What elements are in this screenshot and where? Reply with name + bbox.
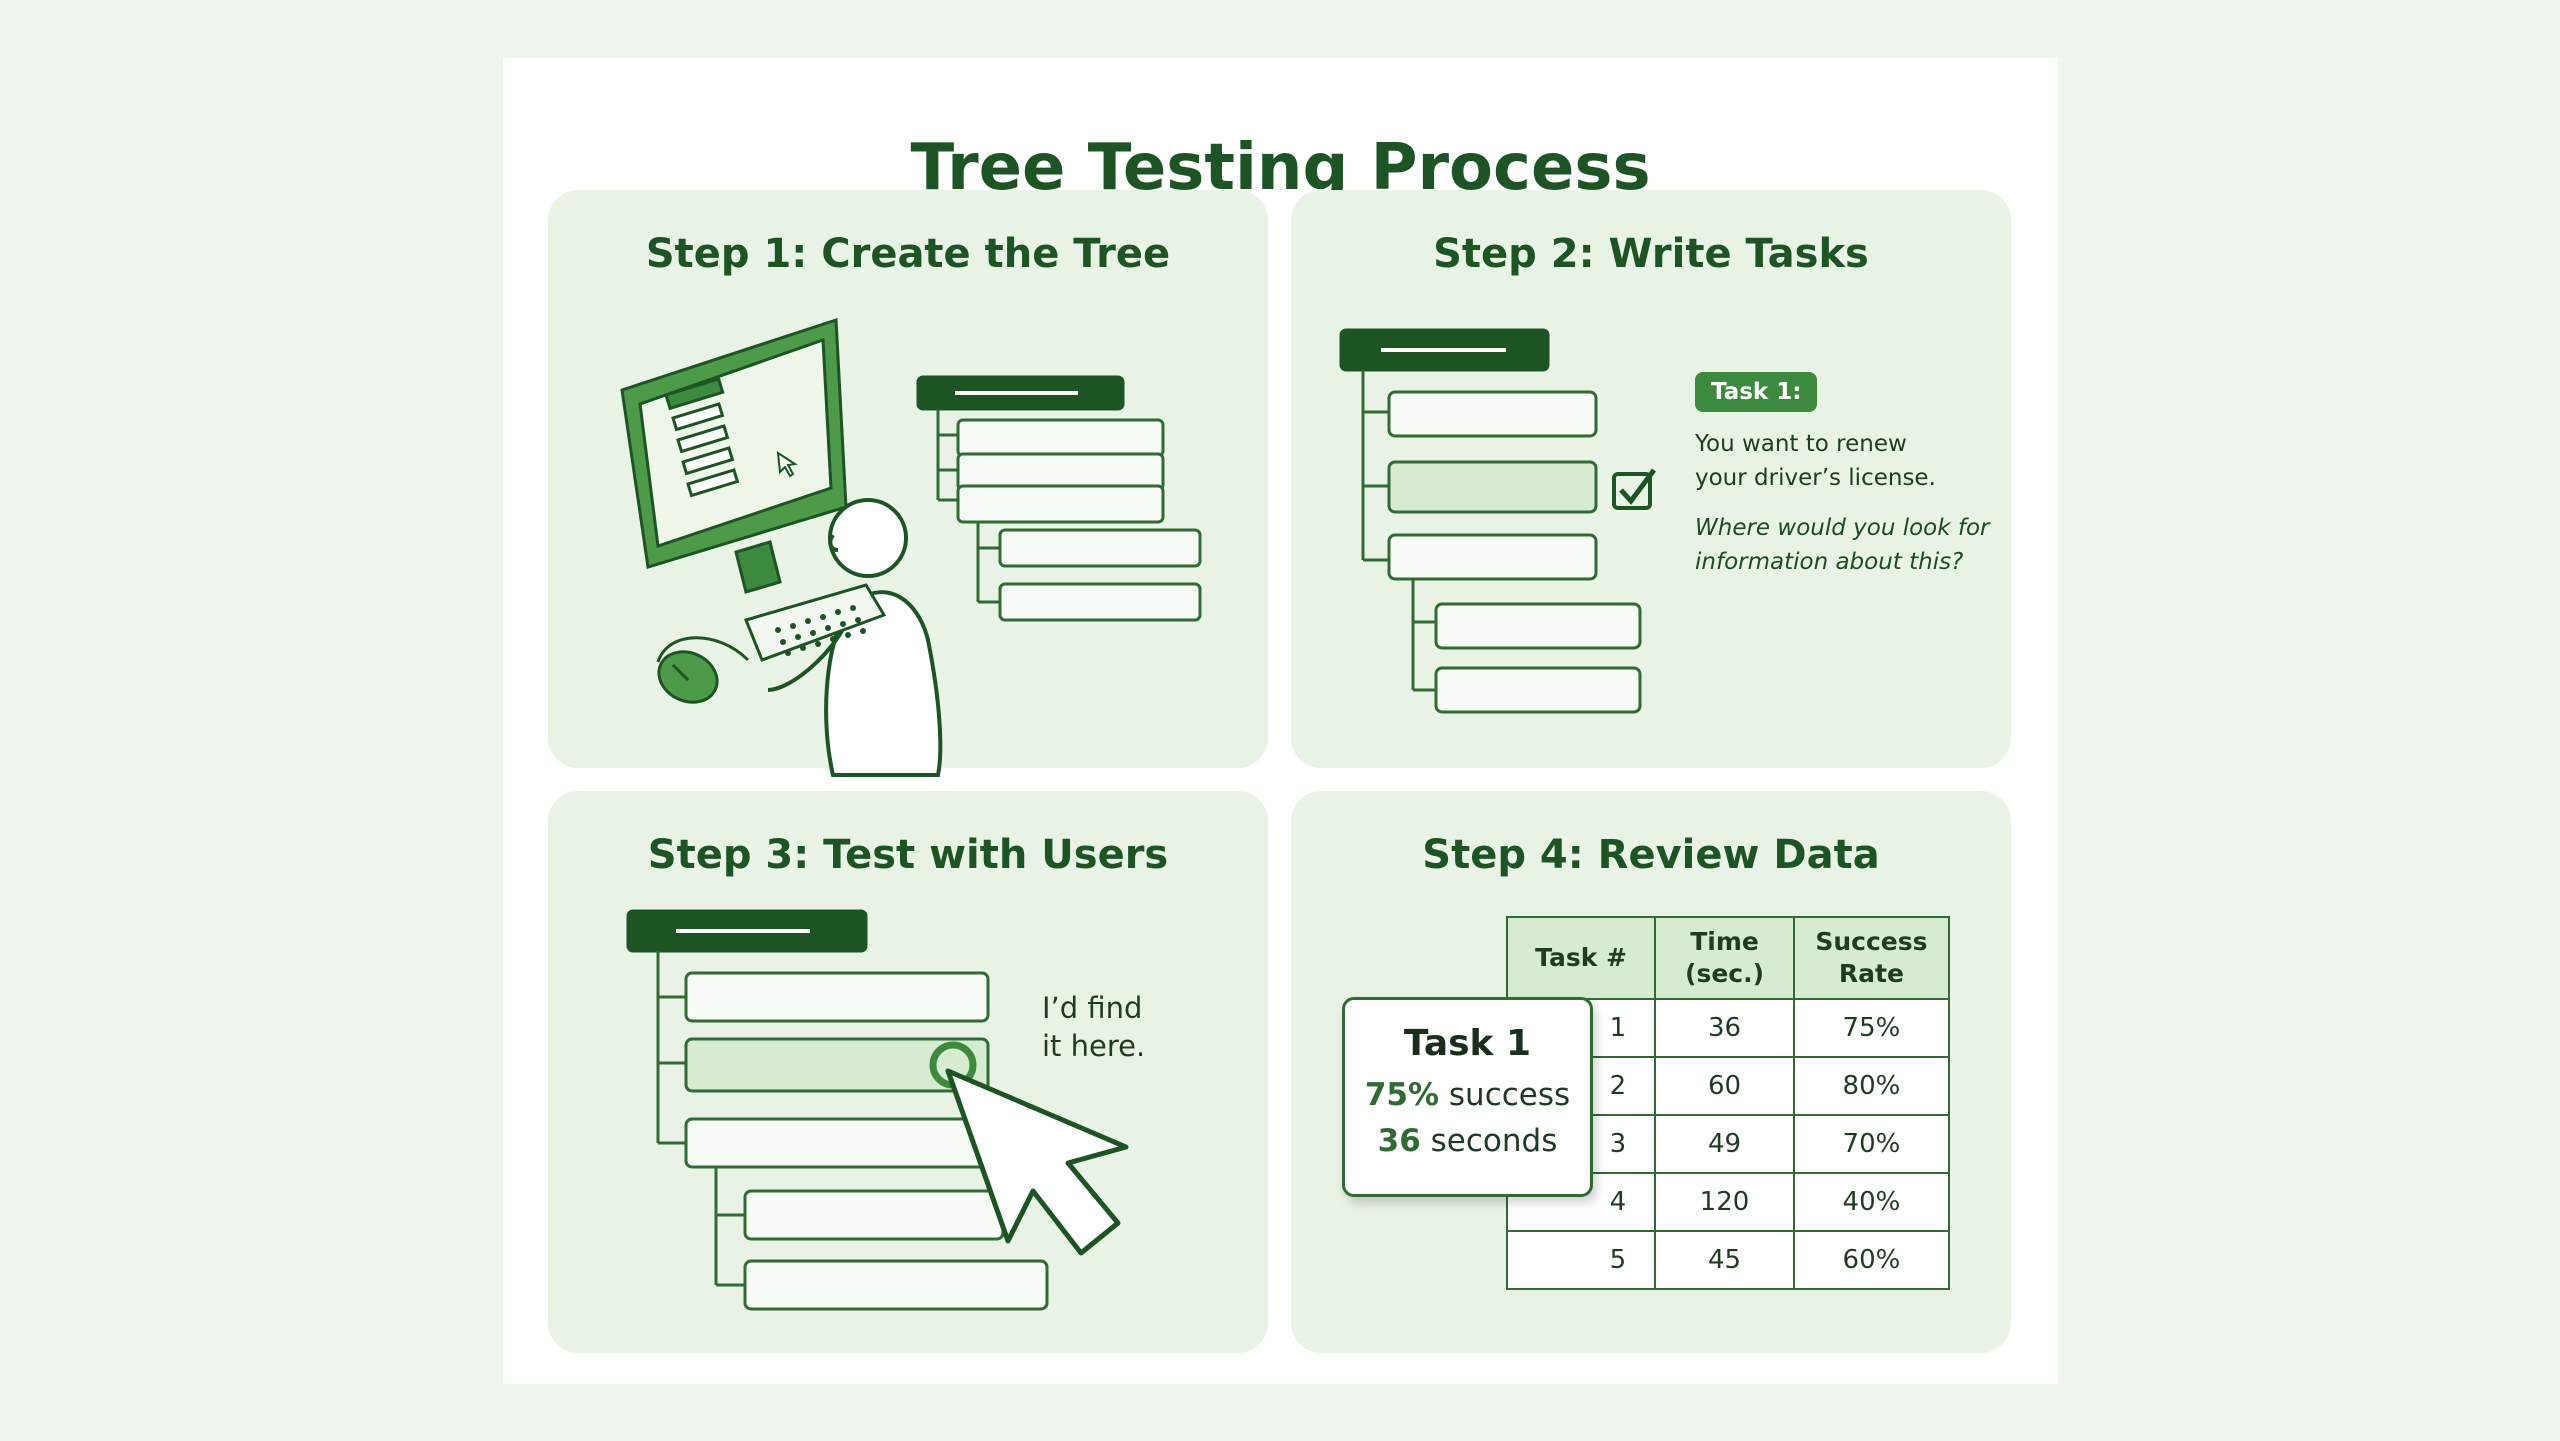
col-header-task: Task # (1505, 916, 1657, 1000)
task-question-line-2: information about this? (1695, 549, 1964, 575)
cell-time: 36 (1654, 998, 1795, 1058)
sitemap-tree-icon (1339, 328, 1642, 714)
callout-success-value: 75% (1364, 1077, 1440, 1113)
cursor-icon (776, 451, 798, 478)
task-description-line-2: your driver’s license. (1695, 465, 1936, 491)
sitemap-tree-icon (916, 375, 1202, 622)
callout-success-label: success (1448, 1077, 1571, 1113)
user-test-illustration (626, 909, 1129, 1311)
col-header-success: Success Rate (1792, 916, 1951, 1000)
cell-success: 80% (1792, 1056, 1951, 1116)
pointer-cursor-icon (945, 1068, 1129, 1256)
cell-success: 75% (1792, 998, 1951, 1058)
cell-time: 60 (1654, 1056, 1795, 1116)
sitemap-tree-icon (626, 909, 1049, 1311)
infographic-card: Tree Testing Process Step 1: Create the … (503, 58, 2058, 1384)
table-row: 4 120 40% (1505, 1172, 1951, 1232)
cell-task: 5 (1505, 1230, 1657, 1290)
callout-time-value: 36 (1377, 1123, 1421, 1159)
cell-time: 45 (1654, 1230, 1795, 1290)
cell-time: 49 (1654, 1114, 1795, 1174)
callout-time: 36 seconds (1345, 1118, 1590, 1164)
step-3-panel: Step 3: Test with Users I’d find it here… (548, 791, 1268, 1353)
col-header-time: Time (sec.) (1654, 916, 1795, 1000)
table-header-row: Task # Time (sec.) Success Rate (1505, 916, 1951, 1000)
callout-success: 75% success (1345, 1072, 1590, 1118)
create-tree-illustration (620, 317, 1202, 777)
cell-time: 120 (1654, 1172, 1795, 1232)
step-3-title: Step 3: Test with Users (647, 832, 1169, 878)
checkbox-checked-icon (1612, 468, 1657, 510)
step-1-title: Step 1: Create the Tree (645, 231, 1171, 277)
step-4-title: Step 4: Review Data (1422, 832, 1880, 878)
step-2-panel: Step 2: Write Tasks Task 1: You want to … (1291, 190, 2011, 768)
task-tree-illustration (1339, 328, 1657, 714)
callout-time-label: seconds (1430, 1123, 1558, 1159)
task-summary-callout: Task 1 75% success 36 seconds (1342, 997, 1593, 1197)
computer-monitor-icon (620, 317, 848, 594)
mouse-icon (656, 636, 750, 704)
task-badge: Task 1: (1695, 372, 1818, 412)
task-question-line-1: Where would you look for (1695, 515, 1990, 541)
cell-success: 60% (1792, 1230, 1951, 1290)
speech-line-2: it here. (1042, 1029, 1146, 1063)
cell-success: 70% (1792, 1114, 1951, 1174)
page-title: Tree Testing Process (910, 131, 1651, 205)
cell-success: 40% (1792, 1172, 1951, 1232)
keyboard-icon (743, 583, 887, 662)
step-1-panel: Step 1: Create the Tree (548, 190, 1268, 777)
step-4-panel: Step 4: Review Data Task # Time (sec.) S… (1291, 791, 2011, 1353)
table-row: 5 45 60% (1505, 1230, 1951, 1290)
callout-title: Task 1 (1403, 1023, 1532, 1064)
task-description-line-1: You want to renew (1695, 431, 1907, 457)
step-2-title: Step 2: Write Tasks (1433, 231, 1869, 277)
speech-line-1: I’d find (1042, 991, 1143, 1025)
